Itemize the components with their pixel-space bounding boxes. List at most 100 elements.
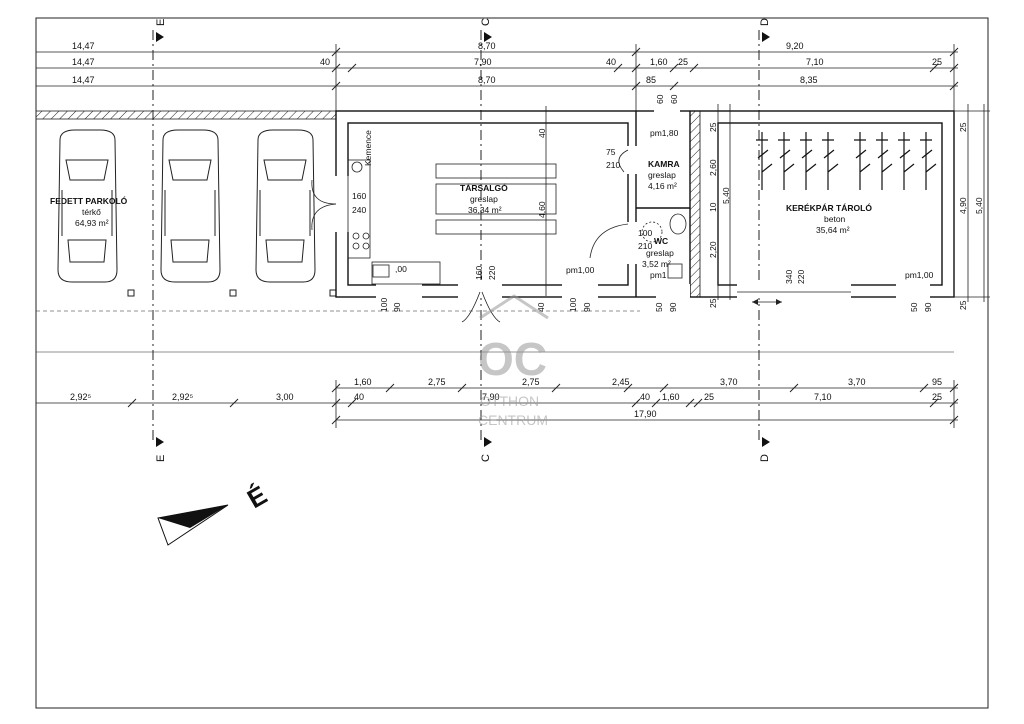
svg-text:3,00: 3,00 [276, 392, 294, 402]
r490: 4,90 [958, 197, 968, 214]
car-3 [255, 129, 316, 283]
top-dim-1-right: 9,20 [786, 41, 804, 51]
grid-marker-d-top: D [759, 18, 771, 42]
car-2 [160, 129, 221, 283]
svg-text:2,92⁵: 2,92⁵ [172, 392, 194, 402]
svg-text:2,75: 2,75 [428, 377, 446, 387]
parking-area: 64,93 m² [75, 218, 109, 228]
grid-marker-c-bottom: C [480, 437, 492, 462]
bottom-dim-row1: 1,60 2,75 2,75 2,45 3,70 3,70 95 [354, 377, 942, 387]
svg-text:OC: OC [478, 333, 547, 385]
door-swings [311, 149, 851, 323]
svg-text:C: C [480, 18, 492, 26]
lounge-height: 4,60 [537, 201, 547, 218]
bottom-dim-row3: 17,90 [634, 409, 657, 419]
svg-text:E: E [155, 19, 167, 26]
v220: 2,20 [708, 241, 718, 258]
svg-text:90: 90 [582, 302, 592, 312]
win-60b: 60 [669, 94, 679, 104]
svg-text:CENTRUM: CENTRUM [478, 412, 548, 428]
car-1 [57, 129, 118, 283]
top-dim-2-a: 40 [320, 57, 330, 67]
pantry-name: KAMRA [648, 159, 680, 169]
pm180-label: pm1,80 [650, 128, 679, 138]
lounge-name: TÁRSALGÓ [460, 182, 508, 193]
parking-roof-edge [35, 110, 337, 120]
top-dim-3-left: 14,47 [72, 75, 95, 85]
svg-text:1,60: 1,60 [662, 392, 680, 402]
grid-marker-c-top: C [480, 18, 492, 42]
bottom-dimension-lines [36, 380, 959, 428]
partition-dim-lines [717, 104, 731, 300]
top-dim-2-left: 14,47 [72, 57, 95, 67]
svg-text:25: 25 [704, 392, 714, 402]
dim-160: 160 [352, 191, 366, 201]
top-dim-1-left: 14,47 [72, 41, 95, 51]
grid-marker-e-top: E [155, 19, 167, 42]
v260: 2,60 [708, 159, 718, 176]
pm1-bike: pm1,00 [905, 270, 934, 280]
grid-axes [152, 30, 760, 440]
svg-text:OTTHON: OTTHON [480, 393, 539, 409]
pm1-lounge: pm1,00 [566, 265, 595, 275]
parking-floor: térkő [82, 207, 101, 217]
svg-text:50: 50 [654, 302, 664, 312]
sheet-border [35, 17, 989, 709]
bike-name: KERÉKPÁR TÁROLÓ [786, 202, 872, 213]
r25b: 25 [958, 300, 968, 310]
grid-marker-e-bottom: E [155, 437, 167, 462]
pm1-wc: pm1 [650, 270, 667, 280]
top-dim-3-a: 85 [646, 75, 656, 85]
dim-210-wc: 210 [638, 241, 652, 251]
svg-text:100: 100 [568, 298, 578, 312]
bike-area: 35,64 m² [816, 225, 850, 235]
wc-floor: greslap [646, 248, 674, 258]
top-dim-3-mid: 8,70 [478, 75, 496, 85]
pantry-area: 4,16 m² [648, 181, 677, 191]
bike-floor: beton [824, 214, 846, 224]
sill-dims: 100 90 160 220 40 100 90 50 90 340 220 5… [379, 266, 933, 312]
v10: 10 [708, 202, 718, 212]
north-label: É [242, 480, 272, 515]
top-dim-2-d: 1,60 [650, 57, 668, 67]
v25b: 25 [708, 298, 718, 308]
top-dim-2-b: 7,90 [474, 57, 492, 67]
svg-text:E: E [155, 455, 167, 462]
top-dim-2-g: 25 [932, 57, 942, 67]
wc-fixtures [641, 213, 687, 279]
svg-text:100: 100 [379, 298, 389, 312]
dim-100-wc: 100 [638, 228, 652, 238]
svg-text:2,45: 2,45 [612, 377, 630, 387]
win-60a: 60 [655, 94, 665, 104]
svg-text:2,92⁵: 2,92⁵ [70, 392, 92, 402]
svg-text:90: 90 [392, 302, 402, 312]
svg-text:90: 90 [923, 302, 933, 312]
svg-text:40: 40 [536, 302, 546, 312]
grid-marker-d-bottom: D [759, 437, 771, 462]
svg-text:3,70: 3,70 [848, 377, 866, 387]
lounge-area: 36,34 m² [468, 205, 502, 215]
svg-text:25: 25 [932, 392, 942, 402]
top-dim-2-e: 25 [678, 57, 688, 67]
svg-text:D: D [759, 18, 771, 26]
r540: 5,40 [974, 197, 984, 214]
svg-text:90: 90 [668, 302, 678, 312]
top-dim-1-mid: 8,70 [478, 41, 496, 51]
svg-text:50: 50 [909, 302, 919, 312]
r25: 25 [958, 122, 968, 132]
svg-text:95: 95 [932, 377, 942, 387]
dim-240: 240 [352, 205, 366, 215]
lounge-furniture [347, 106, 557, 296]
wc-name: WC [654, 236, 668, 246]
openings [335, 110, 930, 298]
svg-text:340: 340 [784, 270, 794, 284]
svg-text:3,70: 3,70 [720, 377, 738, 387]
bike-racks [756, 132, 937, 190]
pantry-floor: greslap [648, 170, 676, 180]
svg-text:7,90: 7,90 [482, 392, 500, 402]
svg-text:40: 40 [354, 392, 364, 402]
svg-text:220: 220 [487, 266, 497, 280]
dim-210: 210 [606, 160, 620, 170]
parking-name: FEDETT PARKOLÓ [50, 195, 128, 206]
kemence-label: Kemence [363, 130, 373, 166]
